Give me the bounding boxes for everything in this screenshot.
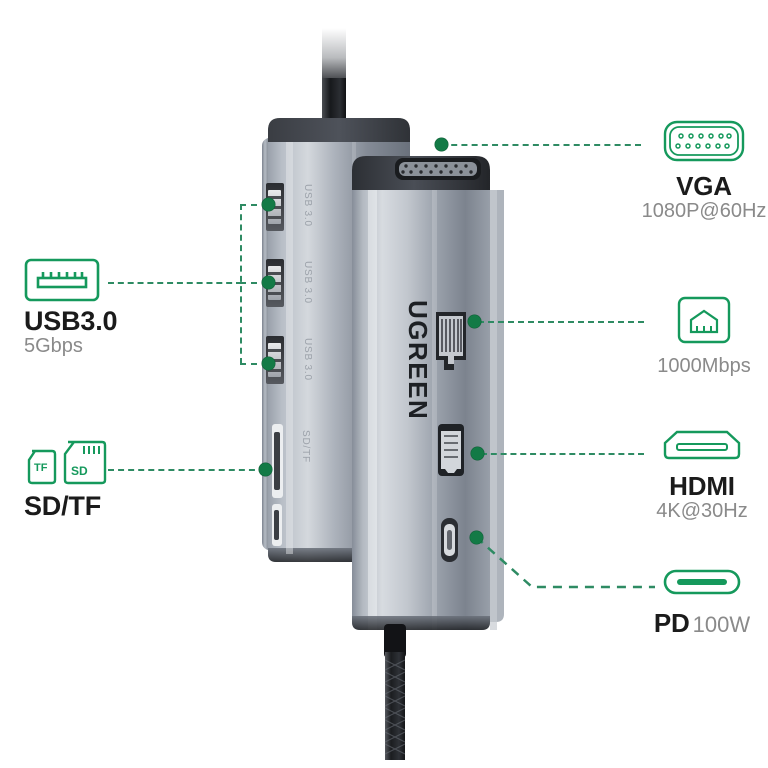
callout-subtitle-lan: 1000Mbps (657, 355, 751, 377)
connector-dot-card (259, 463, 272, 476)
connector-dot-pd (470, 531, 483, 544)
sd-tf-card-icon: TF SD (24, 437, 120, 492)
connector-line-usb (108, 282, 242, 284)
connector-line-lan (478, 321, 644, 323)
callout-title-pd: PD (653, 608, 690, 638)
connector-dot-lan (468, 315, 481, 328)
callout-sdtf: TF SD SD/TF (24, 437, 120, 520)
silkscreen-usb-2: USB 3.0 (302, 261, 313, 304)
usb-a-port-icon (24, 258, 117, 307)
connector-branch-usb-mid (240, 282, 268, 284)
silkscreen-usb-1: USB 3.0 (302, 184, 313, 227)
connector-dot-usb-1 (262, 198, 275, 211)
rj45-ethernet-icon (640, 296, 768, 349)
brand-logo-text: UGREEN (403, 300, 433, 420)
callout-subtitle-hdmi: 4K@30Hz (656, 500, 748, 523)
connector-dot-usb-2 (262, 276, 275, 289)
connector-line-pd (475, 536, 655, 589)
callout-title-usb30: USB3.0 (24, 306, 118, 336)
callout-vga: VGA 1080P@60Hz (640, 118, 768, 222)
callout-pd-textrow: PD 100W (636, 608, 768, 638)
callout-subtitle-vga: 1080P@60Hz (641, 200, 767, 223)
callout-hdmi: HDMI 4K@30Hz (636, 428, 768, 522)
usb-c-port-icon (663, 567, 741, 602)
usb-c-port-device (441, 518, 458, 562)
bottom-cable (384, 624, 406, 760)
silkscreen-card: SD/TF (300, 430, 311, 463)
rj45-port-device (436, 312, 466, 370)
connector-dot-vga (435, 138, 448, 151)
connector-line-hdmi (481, 453, 644, 455)
connector-line-vga (441, 144, 641, 146)
top-cable (322, 28, 346, 126)
svg-text:TF: TF (34, 462, 48, 474)
connector-branch-usb-bottom (240, 363, 268, 365)
connector-branch-usb-top (240, 204, 268, 206)
callout-title-hdmi: HDMI (669, 471, 735, 501)
connector-line-card (108, 469, 265, 471)
callout-pd: PD 100W (636, 567, 768, 637)
hdmi-port-icon (636, 428, 768, 467)
vga-port-icon (640, 118, 768, 169)
callout-subtitle-usb30: 5Gbps (24, 335, 83, 358)
callout-subtitle-pd: 100W (692, 612, 751, 637)
vga-port-device (395, 158, 481, 180)
silkscreen-usb-3: USB 3.0 (302, 338, 313, 381)
connector-dot-usb-3 (262, 357, 275, 370)
hdmi-port-device (438, 424, 464, 476)
connector-dot-hdmi (471, 447, 484, 460)
connector-bracket-usb (240, 204, 242, 364)
callout-title-sdtf: SD/TF (24, 491, 101, 521)
svg-text:SD: SD (71, 464, 88, 478)
callout-usb30: USB3.0 5Gbps (24, 258, 118, 358)
sd-tf-card-slots (272, 424, 283, 546)
callout-title-vga: VGA (676, 171, 732, 201)
callout-lan: 1000Mbps (640, 296, 768, 377)
